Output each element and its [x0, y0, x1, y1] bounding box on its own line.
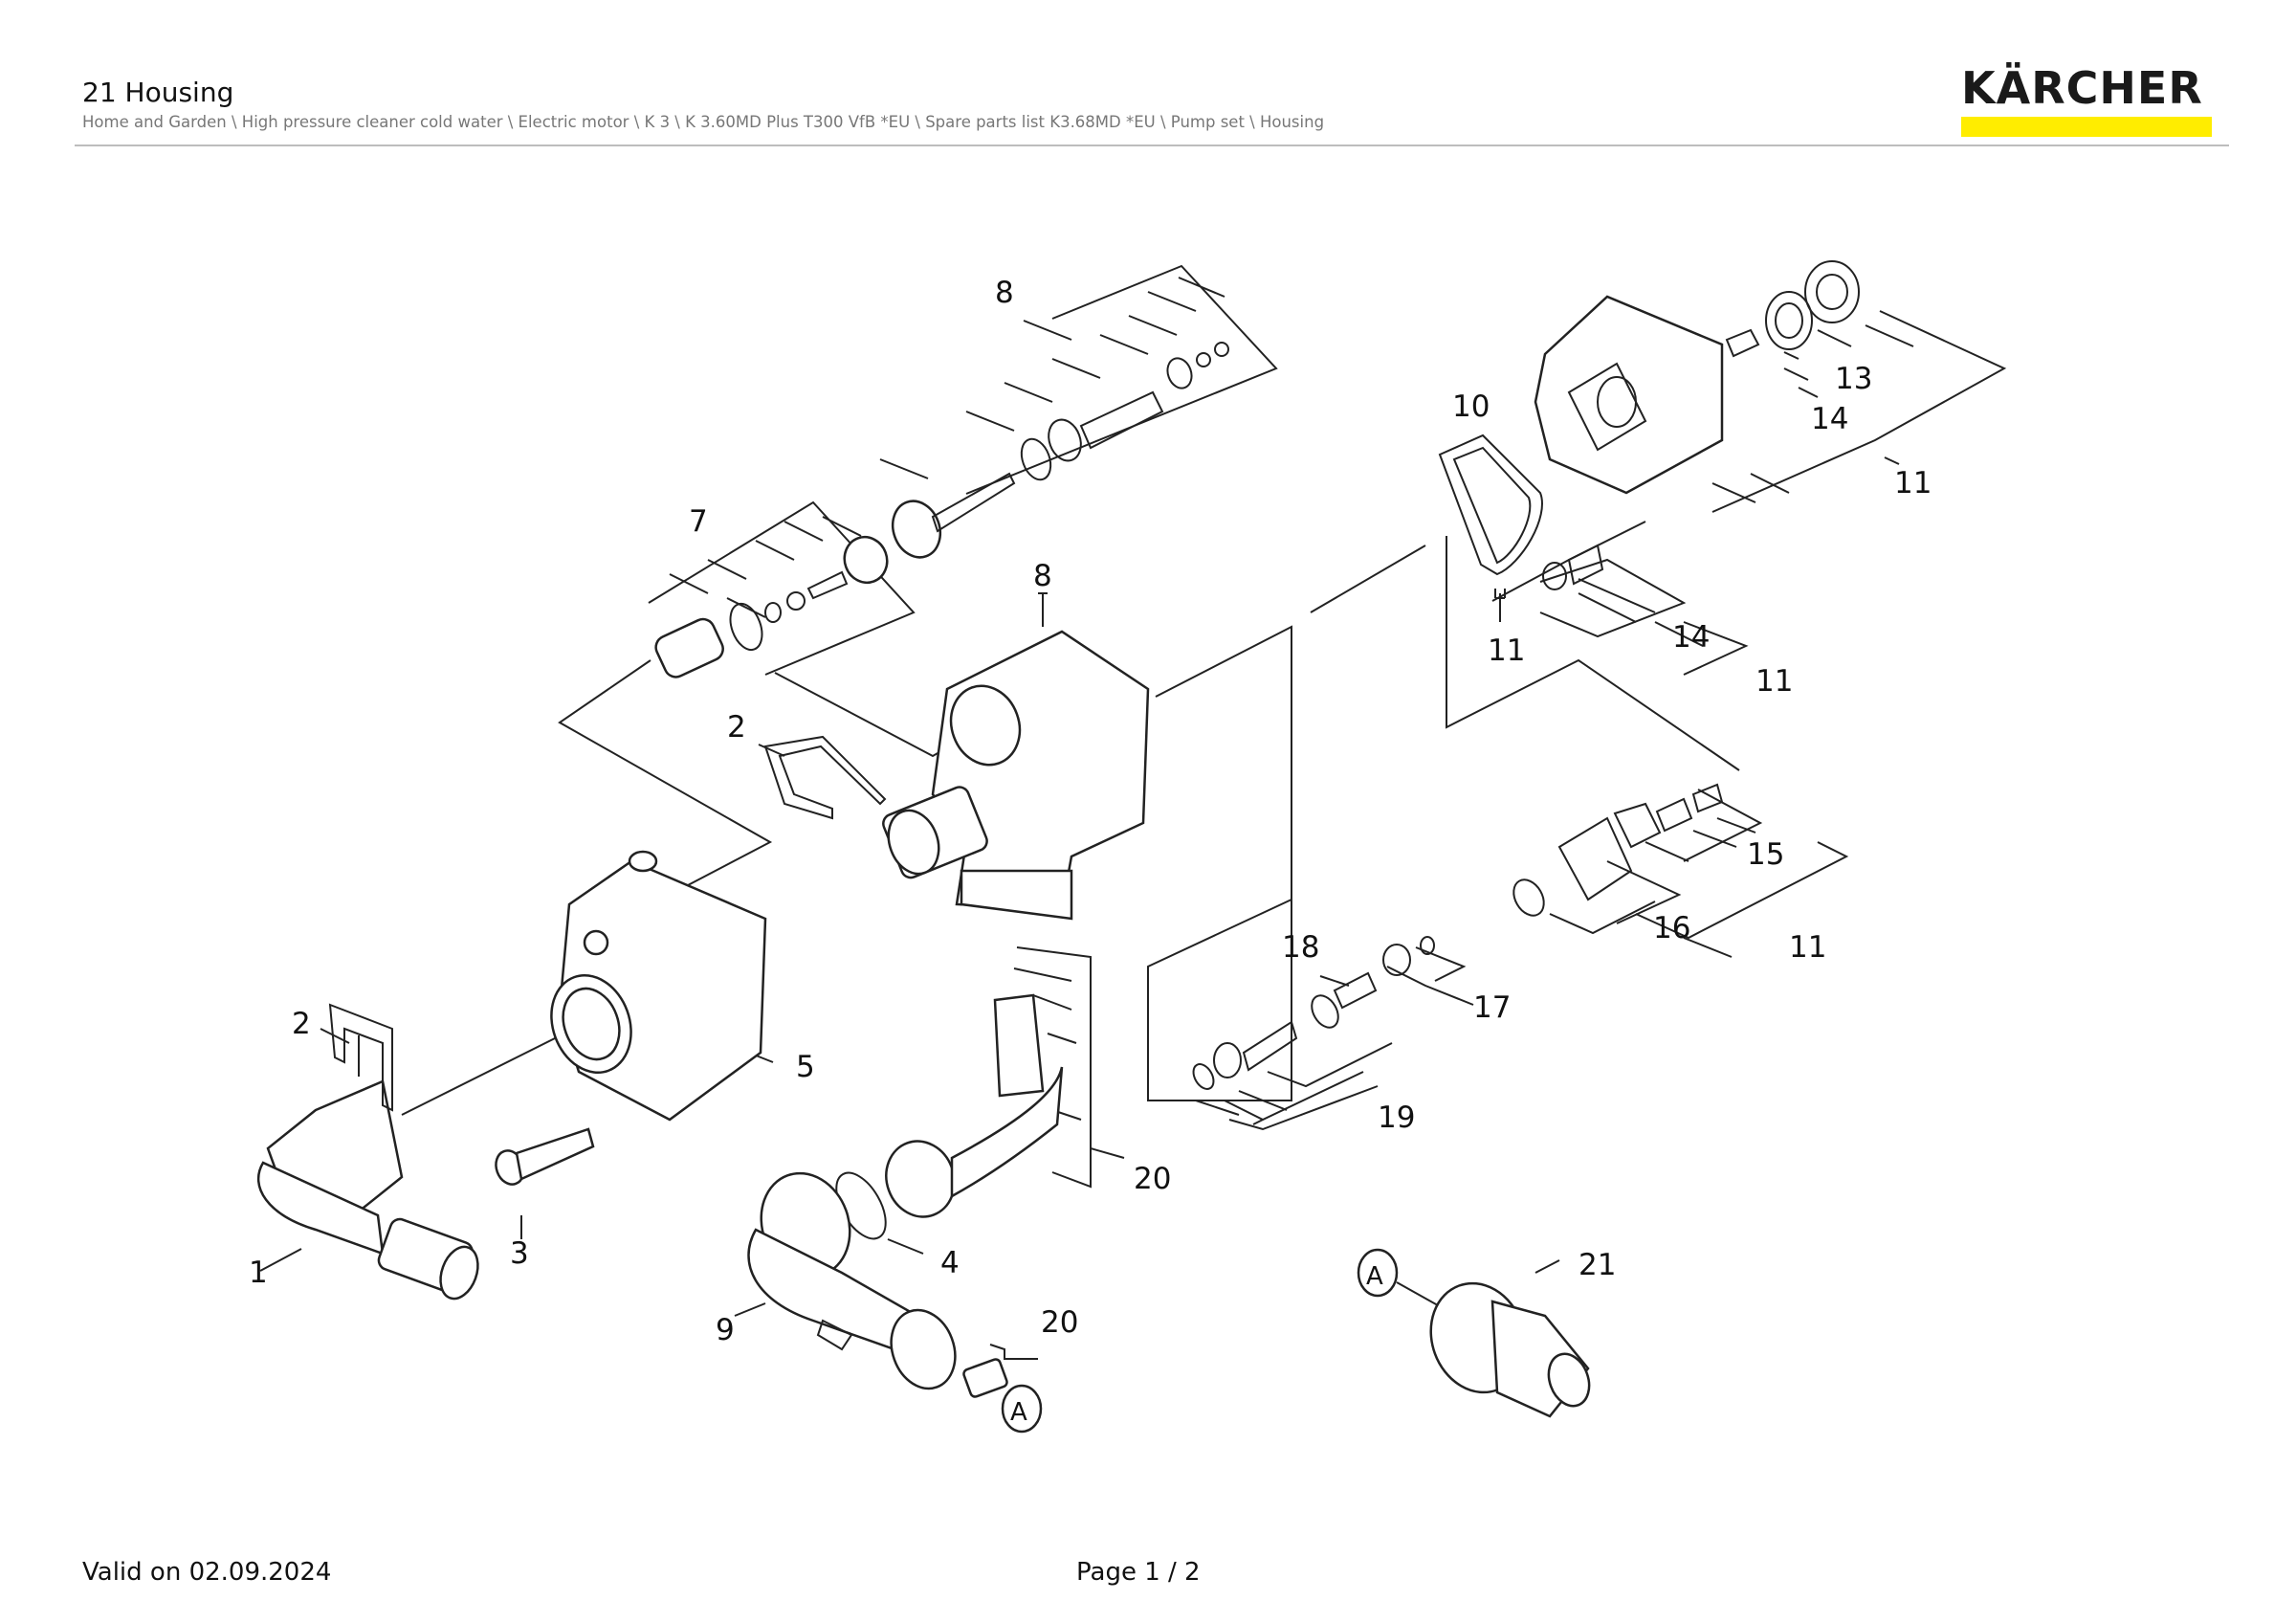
part-15-spring [1655, 783, 1724, 833]
callout-11-top: 11 [1894, 466, 1932, 500]
part-20-filter [962, 1358, 1008, 1398]
part-10-gasket [1438, 434, 1543, 576]
part-8-valve-housing [882, 630, 1150, 921]
callout-2-lower: 2 [292, 1007, 311, 1041]
part-13-bearing [1765, 260, 1860, 350]
callout-7: 7 [689, 504, 708, 539]
callout-21: 21 [1578, 1248, 1616, 1282]
callout-14-top: 14 [1811, 402, 1848, 436]
callout-11-mid: 11 [1755, 664, 1793, 699]
callout-labels: 8 7 8 2 2 5 1 3 4 9 20 20 10 11 11 11 11… [249, 276, 1932, 1347]
part-21-connector [1429, 1281, 1591, 1418]
callout-8-mid: 8 [1033, 559, 1052, 593]
ref-marker-a-right: A [1357, 1248, 1399, 1298]
header-divider [75, 145, 2229, 146]
callout-18: 18 [1282, 930, 1319, 965]
callout-11-left: 11 [1488, 634, 1525, 668]
part-20-nipple [885, 993, 1064, 1218]
callout-1: 1 [249, 1256, 268, 1290]
page-number: Page 1 / 2 [1076, 1558, 1201, 1587]
part-8-piston-set [891, 342, 1229, 559]
part-7-valve [654, 535, 889, 678]
callout-20-upper: 20 [1134, 1162, 1171, 1196]
callout-19: 19 [1378, 1101, 1415, 1135]
part-18-19-17-valve [1192, 936, 1435, 1090]
brand-logo: KÄRCHER [1961, 65, 2216, 137]
callout-4: 4 [940, 1246, 960, 1280]
part-11-cylinder-head [1534, 295, 1724, 495]
part-14-valve-mid [1542, 544, 1604, 590]
part-16-valve [1512, 802, 1662, 917]
breadcrumb: Home and Garden \ High pressure cleaner … [82, 113, 1325, 131]
callout-15: 15 [1747, 837, 1784, 872]
page-title: 21 Housing [82, 77, 234, 108]
callout-2-upper: 2 [727, 710, 746, 745]
callout-11-lower: 11 [1789, 930, 1826, 965]
part-14-valve-upper [1725, 328, 1760, 358]
ref-a-lower-text: A [1010, 1398, 1027, 1427]
brand-logo-text: KÄRCHER [1961, 62, 2203, 114]
callout-13: 13 [1835, 362, 1872, 396]
ref-marker-a-lower: A [1001, 1384, 1043, 1434]
part-3-screw [495, 1127, 595, 1186]
callout-20-lower: 20 [1041, 1305, 1078, 1340]
part-2-clip-upper [763, 735, 887, 820]
part-5-housing [550, 850, 767, 1122]
callout-3: 3 [510, 1236, 529, 1271]
ref-a-right-text: A [1366, 1262, 1383, 1291]
part-2-clip-lower [328, 1003, 393, 1112]
callout-17: 17 [1473, 990, 1511, 1025]
part-9-elbow [747, 1171, 957, 1390]
part-1-elbow [257, 1079, 479, 1301]
callout-9: 9 [716, 1313, 735, 1347]
callout-8-top: 8 [995, 276, 1014, 310]
callout-14-mid: 14 [1672, 620, 1710, 655]
callout-10: 10 [1452, 389, 1490, 424]
callout-5: 5 [796, 1050, 815, 1084]
callout-16: 16 [1653, 911, 1690, 945]
leader-lines [259, 264, 2007, 1360]
valid-date: Valid on 02.09.2024 [82, 1558, 332, 1587]
brand-logo-bar [1961, 117, 2212, 137]
